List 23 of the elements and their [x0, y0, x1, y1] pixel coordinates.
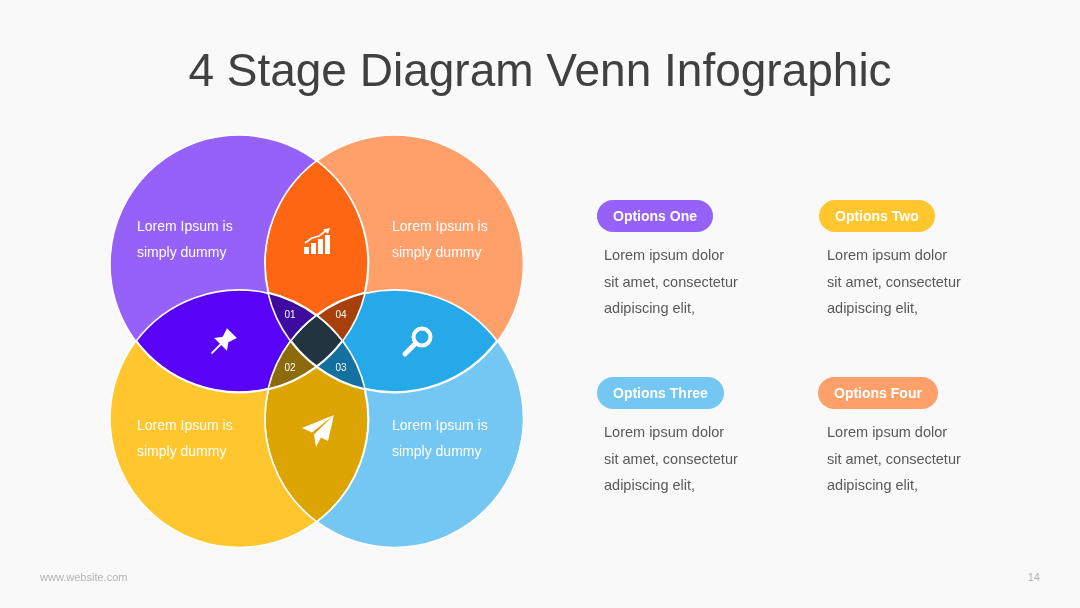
overlap-number: 01: [284, 309, 296, 321]
overlap-number: 02: [284, 362, 296, 374]
circle-text: Lorem Ipsum is simply dummy: [392, 217, 489, 262]
option-description: Lorem ipsum dolor sit amet, consectetur adipiscing elit,: [827, 246, 962, 318]
overlap-number: 04: [335, 309, 347, 321]
overlap-segment: [268, 341, 317, 390]
overlap-number: 03: [335, 362, 347, 374]
circle-text: Lorem Ipsum is simply dummy: [137, 416, 234, 461]
overlap-segment: [316, 341, 365, 390]
option-tag: Options Three: [597, 377, 724, 409]
circle-text: Lorem Ipsum is simply dummy: [392, 416, 489, 461]
page-number: 14: [1027, 570, 1040, 584]
option-description: Lorem ipsum dolor sit amet, consectetur adipiscing elit,: [604, 423, 739, 495]
footer-url: www.website.com: [40, 570, 128, 584]
overlap-segment: [316, 292, 365, 341]
option-tag: Options One: [597, 200, 713, 232]
slide-title: 4 Stage Diagram Venn Infographic: [188, 43, 892, 98]
option-description: Lorem ipsum dolor sit amet, consectetur adipiscing elit,: [827, 423, 962, 495]
circle-text: Lorem Ipsum is simply dummy: [137, 217, 234, 262]
option-tag: Options Four: [818, 377, 938, 409]
option-description: Lorem ipsum dolor sit amet, consectetur adipiscing elit,: [604, 246, 739, 318]
overlap-segment: [268, 292, 317, 341]
option-tag: Options Two: [819, 200, 935, 232]
